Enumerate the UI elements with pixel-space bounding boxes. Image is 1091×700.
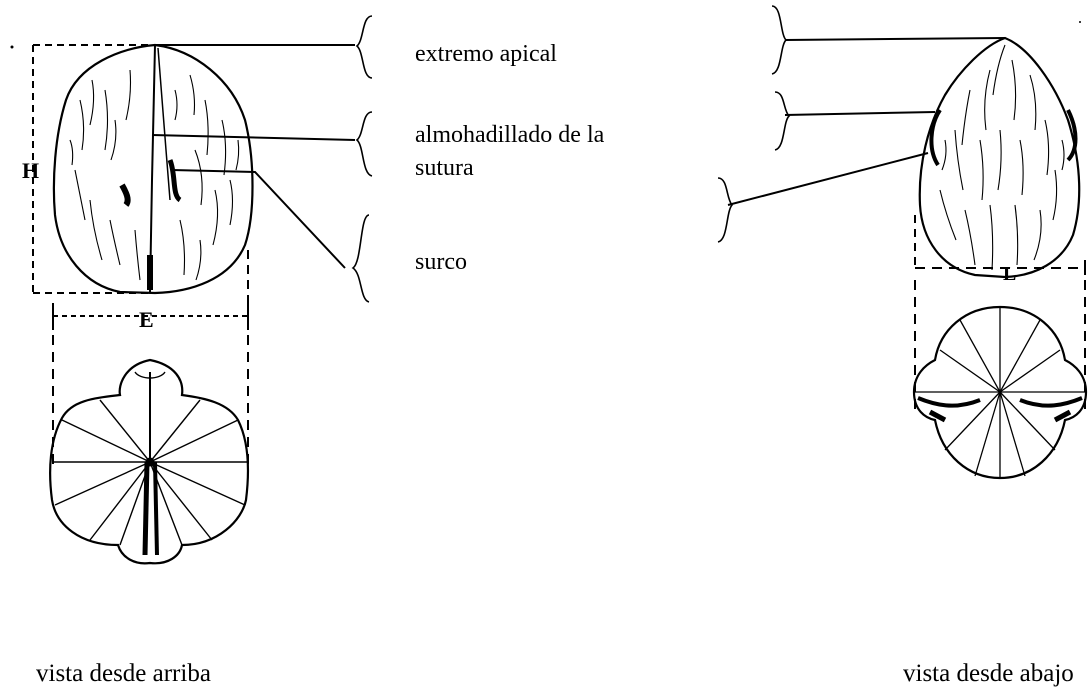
brace-marks-left	[353, 16, 372, 302]
brace-apical	[357, 16, 372, 78]
label-suture-pad-line1: almohadillado de la	[415, 119, 604, 151]
leader-groove-right	[728, 153, 928, 205]
brace-marks-right	[718, 6, 789, 242]
caption-bottom-view: vista desde abajo	[903, 660, 1074, 688]
left-walnut-top-view	[50, 360, 248, 563]
length-label: L	[1003, 263, 1016, 285]
caption-top-view: vista desde arriba	[36, 660, 211, 688]
label-groove: surco	[415, 246, 467, 278]
brace-groove-right	[718, 178, 732, 242]
leader-groove-left	[172, 170, 345, 268]
leader-apical-right	[785, 38, 1005, 40]
height-label: H	[22, 158, 39, 183]
brace-suture	[357, 112, 372, 176]
leader-suture-left	[152, 135, 355, 140]
leader-suture-right	[785, 112, 935, 115]
leader-lines-right	[728, 38, 1005, 205]
width-label: E	[139, 307, 154, 332]
brace-groove	[353, 215, 369, 302]
right-walnut-bottom-view	[914, 307, 1086, 478]
left-walnut-side-view	[54, 45, 253, 293]
brace-apical-right	[772, 6, 786, 74]
label-apical-end: extremo apical	[415, 38, 557, 70]
brace-suture-right	[775, 92, 789, 150]
label-suture-pad-line2: sutura	[415, 152, 474, 184]
right-walnut-side-view	[920, 38, 1079, 277]
